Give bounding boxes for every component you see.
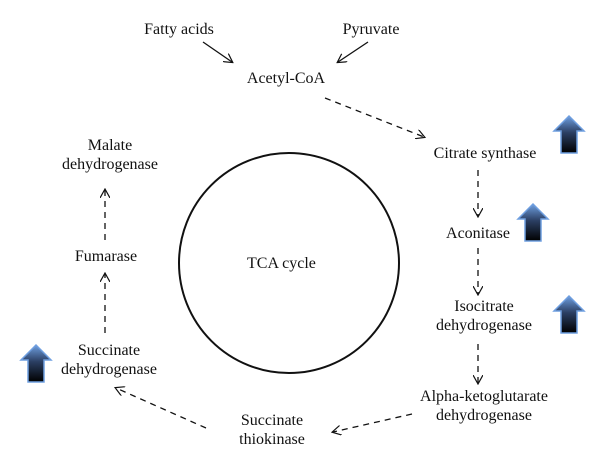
fumarase-label: Fumarase [74, 248, 138, 265]
succinate-dh-line1: Succinate [77, 342, 141, 359]
thiokinase-to-succinate-dh-arrow [116, 388, 207, 429]
block-up-arrow-icon [552, 294, 586, 334]
isocitrate-dehydrogenase-label: Isocitrate dehydrogenase [436, 297, 532, 335]
isocitrate-dh-line2: dehydrogenase [436, 317, 532, 334]
malate-dh-line1: Malate [87, 137, 133, 154]
fatty-acids-label: Fatty acids [144, 21, 214, 38]
block-up-arrow-icon [19, 343, 53, 383]
succinate-thiokinase-label: Succinate thiokinase [239, 411, 305, 449]
aconitase-label: Aconitase [446, 225, 510, 242]
pyruvate-to-acetyl-coa-arrow [338, 41, 369, 62]
akg-to-thiokinase-arrow [333, 413, 413, 432]
fatty-acids-to-acetyl-coa-arrow [202, 41, 232, 62]
citrate-synthase-label: Citrate synthase [433, 145, 537, 162]
pyruvate-label: Pyruvate [342, 21, 400, 38]
alpha-ketoglutarate-dehydrogenase-label: Alpha-ketoglutarate dehydrogenase [420, 387, 548, 425]
acetyl-coa-label: Acetyl-CoA [246, 70, 326, 87]
malate-dh-line2: dehydrogenase [62, 156, 158, 173]
acetyl-coa-to-citrate-arrow [324, 97, 424, 137]
thiokinase-line2: thiokinase [239, 431, 305, 448]
akg-dh-line1: Alpha-ketoglutarate [420, 388, 548, 405]
block-up-arrow-icon [552, 114, 586, 154]
succinate-dehydrogenase-label: Succinate dehydrogenase [61, 341, 157, 379]
akg-dh-line2: dehydrogenase [436, 407, 532, 424]
tca-cycle-label: TCA cycle [247, 255, 316, 272]
malate-dehydrogenase-label: Malate dehydrogenase [62, 136, 158, 174]
isocitrate-dh-line1: Isocitrate [454, 298, 514, 315]
thiokinase-line1: Succinate [240, 412, 304, 429]
succinate-dh-line2: dehydrogenase [61, 361, 157, 378]
tca-cycle-circle [178, 152, 400, 374]
block-up-arrow-icon [516, 202, 550, 242]
